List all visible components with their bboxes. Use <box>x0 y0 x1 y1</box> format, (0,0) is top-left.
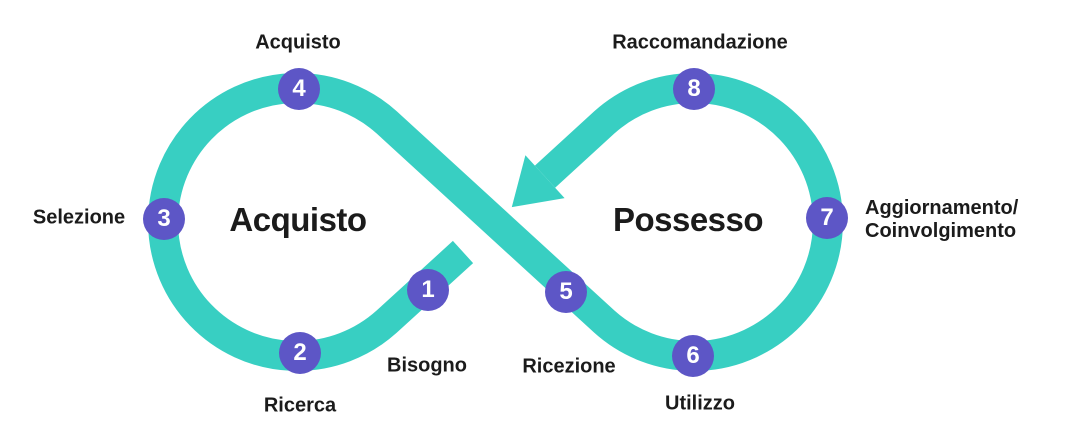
step-node-1: 1 <box>407 269 449 311</box>
step-node-7: 7 <box>806 197 848 239</box>
step-label-aggiornamento-coinvolgimento: Aggiornamento/ Coinvolgimento <box>865 197 1019 242</box>
step-node-6: 6 <box>672 335 714 377</box>
journey-loop-band <box>148 73 843 371</box>
step-node-8: 8 <box>673 68 715 110</box>
step-label-bisogno: Bisogno <box>387 354 467 377</box>
step-node-3: 3 <box>143 198 185 240</box>
step-label-acquisto: Acquisto <box>255 31 341 54</box>
flow-arrow-icon <box>511 155 565 208</box>
step-label-utilizzo: Utilizzo <box>665 392 735 415</box>
step-label-raccomandazione: Raccomandazione <box>612 31 788 54</box>
step-label-ricerca: Ricerca <box>263 394 337 417</box>
phase-title-possesso: Possesso <box>612 201 764 238</box>
step-label-ricezione: Ricezione <box>522 355 616 378</box>
step-label-selezione: Selezione <box>32 206 126 229</box>
step-node-2: 2 <box>279 332 321 374</box>
step-node-5: 5 <box>545 271 587 313</box>
step-node-4: 4 <box>278 68 320 110</box>
phase-title-acquisto: Acquisto <box>229 201 367 238</box>
